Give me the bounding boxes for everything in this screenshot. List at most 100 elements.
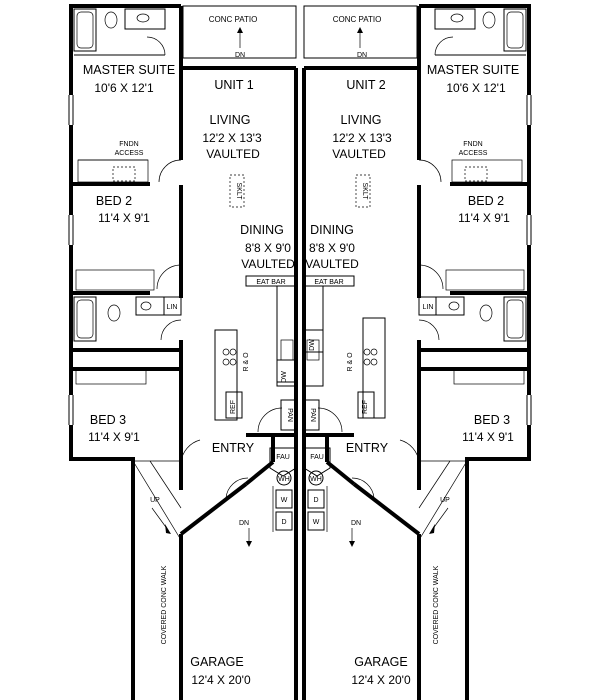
unit-2-walls [302, 4, 531, 700]
unit-2-dining-note: VAULTED [305, 257, 359, 271]
unit-2-wh-icon [308, 470, 324, 486]
unit-1-washer-label: W [281, 497, 288, 504]
unit-2-dining-dims: 8'8 X 9'0 [309, 241, 355, 255]
windows [68, 95, 532, 425]
unit-1-hall-tub-icon [73, 296, 97, 342]
unit-1-dining-name: DINING [240, 223, 284, 237]
unit-2-living-name: LIVING [341, 113, 382, 127]
unit-1-counter-left [214, 329, 238, 421]
unit-1-eat-bar-label: EAT BAR [256, 279, 285, 286]
unit-2-toilet-icon [482, 11, 496, 29]
unit-2-garage-dn-label: DN [351, 520, 361, 527]
unit-1-ref-icon [225, 391, 243, 419]
unit-1-up-label: UP [150, 497, 160, 504]
unit-1-hall-toilet-icon [107, 304, 121, 322]
unit-1-tub-icon [73, 8, 97, 52]
unit-2-dining-name: DINING [310, 223, 354, 237]
unit-1-master-bath [73, 8, 166, 56]
unit-2-living-dims: 12'2 X 13'3 [332, 131, 392, 145]
unit-1-ref-label: REF [230, 400, 237, 414]
unit-1-washer-icon [275, 489, 293, 509]
unit-1-dryer-label: D [281, 519, 286, 526]
unit-1-wh-icon [276, 470, 292, 486]
unit-1-walls [69, 4, 298, 700]
unit-2-hall-tub-icon [503, 296, 527, 342]
unit-2-garage-name: GARAGE [354, 655, 408, 669]
unit-2-eat-bar-label: EAT BAR [314, 279, 343, 286]
unit-1-fndn-2: ACCESS [115, 150, 144, 157]
unit-1-living-dims: 12'2 X 13'3 [202, 131, 262, 145]
unit-2-sink-icon [450, 13, 464, 23]
unit-2-hall-bath: LIN [418, 296, 527, 342]
unit-1-hall-sink-icon [140, 301, 152, 311]
unit-2-ref-icon [357, 391, 375, 419]
unit-1-dining-note: VAULTED [241, 257, 295, 271]
unit-1-kitchen-sink-icon [280, 339, 294, 361]
unit-2-living-note: VAULTED [332, 147, 386, 161]
unit-2-dw-label: DW [309, 339, 316, 351]
unit-2-dryer-icon [307, 489, 325, 509]
unit-1-toilet-icon [104, 11, 118, 29]
unit-1-pan-label: PAN [286, 408, 293, 422]
unit-1-sklt-label: SKLT [235, 183, 242, 201]
unit-2-bed2-dims: 11'4 X 9'1 [458, 211, 510, 225]
unit-2-hall-sink-icon [448, 301, 460, 311]
unit-2-patio-label: CONC PATIO [333, 15, 382, 24]
unit-1-fndn-1: FNDN [119, 141, 138, 148]
unit-1-patio-label: CONC PATIO [209, 15, 258, 24]
unit-2-ref-label: REF [362, 400, 369, 414]
unit-2-dryer-label: D [313, 497, 318, 504]
unit-1-bed2-dims: 11'4 X 9'1 [98, 211, 150, 225]
unit-2-sklt-label: SKLT [361, 183, 368, 201]
unit-2-master-dims: 10'6 X 12'1 [446, 81, 506, 95]
unit-2-washer-label: W [313, 519, 320, 526]
unit-1-wh-label: WH [278, 476, 290, 483]
unit-1-dining-dims: 8'8 X 9'0 [245, 241, 291, 255]
unit-1-patio-dn-label: DN [235, 52, 245, 59]
unit-1-walk-label: COVERED CONC WALK [161, 565, 168, 644]
unit-2-washer-icon [307, 511, 325, 531]
unit-2-kitchen-sink-icon [306, 339, 320, 361]
unit-1-hall-bath: LIN [73, 296, 182, 342]
unit-2-fndn-2: ACCESS [459, 150, 488, 157]
unit-1-bed2-name: BED 2 [96, 194, 132, 208]
unit-2-bed3-name: BED 3 [474, 413, 510, 427]
unit-1-bed3-name: BED 3 [90, 413, 126, 427]
unit-1-living-note: VAULTED [206, 147, 260, 161]
unit-2-unit-label: UNIT 2 [346, 78, 385, 92]
unit-1-garage-dims: 12'4 X 20'0 [191, 673, 251, 687]
unit-2-garage-dims: 12'4 X 20'0 [351, 673, 411, 687]
unit-2-lin-label: LIN [423, 304, 434, 311]
unit-1-master-dims: 10'6 X 12'1 [94, 81, 154, 95]
unit-1-fndn-hatch [112, 166, 136, 182]
unit-2-skylight [355, 174, 371, 208]
unit-2-hall-toilet-icon [479, 304, 493, 322]
unit-1-dw-label: DW [281, 371, 288, 383]
unit-1-counter [276, 285, 296, 387]
unit-1-patio: CONC PATIO DN [182, 5, 297, 59]
unit-2-fndn-1: FNDN [463, 141, 482, 148]
unit-1-fau-label: FAU [276, 454, 290, 461]
unit-2-walk-label: COVERED CONC WALK [433, 565, 440, 644]
unit-1-dryer-icon [275, 511, 293, 531]
unit-2-master-name: MASTER SUITE [427, 63, 519, 77]
unit-2-bed3-dims: 11'4 X 9'1 [462, 430, 514, 444]
unit-2-patio: CONC PATIO DN [303, 5, 418, 59]
unit-2-range-label: R & O [347, 352, 354, 372]
unit-2-plan: CONC PATIO DN MASTER SUITE 10'6 X 12'1 F… [302, 4, 531, 700]
unit-2-bed2-name: BED 2 [468, 194, 504, 208]
unit-2-fndn-hatch [464, 166, 488, 182]
unit-1-living-name: LIVING [210, 113, 251, 127]
unit-1-entry-label: ENTRY [212, 441, 255, 455]
unit-2-entry-label: ENTRY [346, 441, 389, 455]
unit-1-skylight [229, 174, 245, 208]
unit-2-patio-dn-label: DN [357, 52, 367, 59]
unit-2-fau-box [303, 447, 331, 477]
unit-1-unit-label: UNIT 1 [214, 78, 253, 92]
unit-2-utility: FAU WH D W [303, 447, 331, 532]
unit-2-master-bath [434, 8, 527, 56]
unit-1-fau-box [269, 447, 297, 477]
unit-1-garage-name: GARAGE [190, 655, 244, 669]
unit-2-counter [304, 285, 324, 387]
